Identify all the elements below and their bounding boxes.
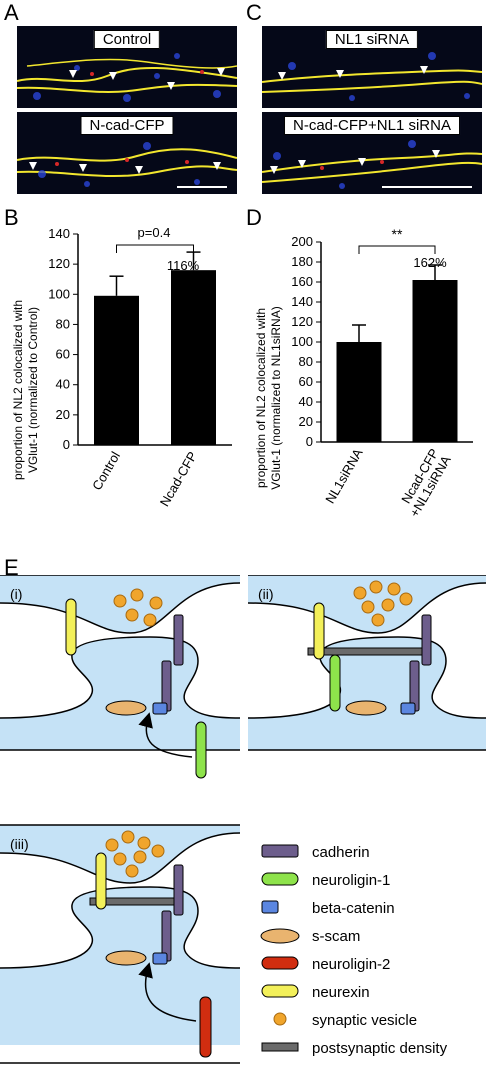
comparison-bracket xyxy=(116,244,194,253)
bar xyxy=(171,270,216,445)
micrograph-control: Control xyxy=(17,26,237,108)
bar xyxy=(412,280,458,442)
svg-text:neurexin: neurexin xyxy=(312,984,370,1001)
y-tick-label: 100 xyxy=(291,334,313,349)
y-tick-label: 120 xyxy=(291,314,313,329)
panel-label-d: D xyxy=(246,205,262,230)
schematic-panel-i: (i) xyxy=(0,575,241,779)
micrograph-ncad-nl1sirna: N-cad-CFP+NL1 siRNA xyxy=(262,112,482,194)
schematic-panel-iii: (iii) xyxy=(0,824,241,1064)
bar-annotation: 116% xyxy=(167,258,200,273)
micrograph-label: Control xyxy=(93,30,161,49)
x-tick-label: Control xyxy=(89,449,123,493)
dendrite-image xyxy=(262,140,482,189)
chart-b: proportion of NL2 colocalized with VGlut… xyxy=(11,225,232,509)
panel-tag: (i) xyxy=(10,586,22,602)
y-tick-label: 140 xyxy=(291,294,313,309)
y-tick-label: 40 xyxy=(56,377,70,392)
legend-item-cadherin: cadherin xyxy=(261,844,370,861)
bar xyxy=(94,295,139,445)
panel-tag: (iii) xyxy=(10,836,29,852)
panel-label-b: B xyxy=(4,205,19,230)
y-axis-title-line1: proportion of NL2 colocalized with xyxy=(11,300,25,480)
y-axis-title-line2: VGlut-1 (normalized to Control) xyxy=(26,307,40,473)
svg-text:beta-catenin: beta-catenin xyxy=(312,900,395,917)
dendrite-image xyxy=(17,142,237,188)
legend-item-postsynaptic-density: postsynaptic density xyxy=(261,1040,448,1057)
micrograph-ncad: N-cad-CFP xyxy=(17,112,237,194)
bar xyxy=(336,342,382,442)
micrograph-label: N-cad-CFP xyxy=(80,116,174,135)
y-tick-label: 20 xyxy=(299,414,313,429)
legend-item-neuroligin-1: neuroligin-1 xyxy=(261,872,390,889)
panel-tag: (ii) xyxy=(258,586,274,602)
schematic-panel-ii: (ii) xyxy=(247,575,486,751)
legend-item-neuroligin-2: neuroligin-2 xyxy=(261,956,390,973)
panel-label-e: E xyxy=(4,555,19,580)
y-tick-label: 100 xyxy=(48,286,70,301)
panel-label-c: C xyxy=(246,0,262,25)
y-axis-title-line1: proportion of NL2 colocalized with xyxy=(254,308,268,488)
x-tick-label: Ncad-CFP+NL1siRNA xyxy=(394,446,453,520)
legend-item-synaptic-vesicle: synaptic vesicle xyxy=(273,1012,417,1029)
y-tick-label: 120 xyxy=(48,256,70,271)
y-tick-label: 160 xyxy=(291,274,313,289)
legend-item-beta-catenin: beta-catenin xyxy=(261,900,395,917)
y-tick-label: 60 xyxy=(299,374,313,389)
y-tick-label: 0 xyxy=(63,437,70,452)
y-tick-label: 200 xyxy=(291,234,313,249)
micrograph-label: NL1 siRNA xyxy=(325,30,419,49)
comparison-bracket xyxy=(358,245,436,254)
y-tick-label: 80 xyxy=(56,316,70,331)
dendrite-image xyxy=(262,52,482,101)
panel-label-a: A xyxy=(4,0,19,25)
y-tick-label: 0 xyxy=(306,434,313,449)
y-tick-label: 20 xyxy=(56,407,70,422)
y-tick-label: 80 xyxy=(299,354,313,369)
svg-text:cadherin: cadherin xyxy=(312,844,370,861)
schematic-e: (i) (ii) xyxy=(0,575,486,1064)
legend-item-neurexin: neurexin xyxy=(261,984,370,1001)
svg-text:synaptic vesicle: synaptic vesicle xyxy=(312,1012,417,1029)
svg-text:s-scam: s-scam xyxy=(312,928,360,945)
y-tick-label: 180 xyxy=(291,254,313,269)
comparison-label: ** xyxy=(392,226,403,242)
y-tick-label: 40 xyxy=(299,394,313,409)
y-tick-label: 60 xyxy=(56,347,70,362)
y-axis-title-line2: VGlut-1 (normalized to NL1siRNA) xyxy=(269,306,283,489)
legend: cadherin neuroligin-1 beta-catenin s-sca… xyxy=(260,844,448,1057)
svg-text:neuroligin-2: neuroligin-2 xyxy=(312,956,390,973)
svg-text:postsynaptic density: postsynaptic density xyxy=(312,1040,448,1057)
bar-annotation: 162% xyxy=(413,255,447,270)
svg-text:neuroligin-1: neuroligin-1 xyxy=(312,872,390,889)
micrograph-nl1sirna: NL1 siRNA xyxy=(262,26,482,108)
x-tick-label: NL1siRNA xyxy=(322,446,365,506)
dendrite-image xyxy=(17,53,237,102)
comparison-label: p=0.4 xyxy=(138,225,171,240)
chart-d: proportion of NL2 colocalized with VGlut… xyxy=(254,226,473,520)
x-tick-label: Ncad-CFP xyxy=(157,449,200,509)
legend-item-s-scam: s-scam xyxy=(260,928,360,945)
micrograph-label: N-cad-CFP+NL1 siRNA xyxy=(284,116,460,135)
y-tick-label: 140 xyxy=(48,226,70,241)
